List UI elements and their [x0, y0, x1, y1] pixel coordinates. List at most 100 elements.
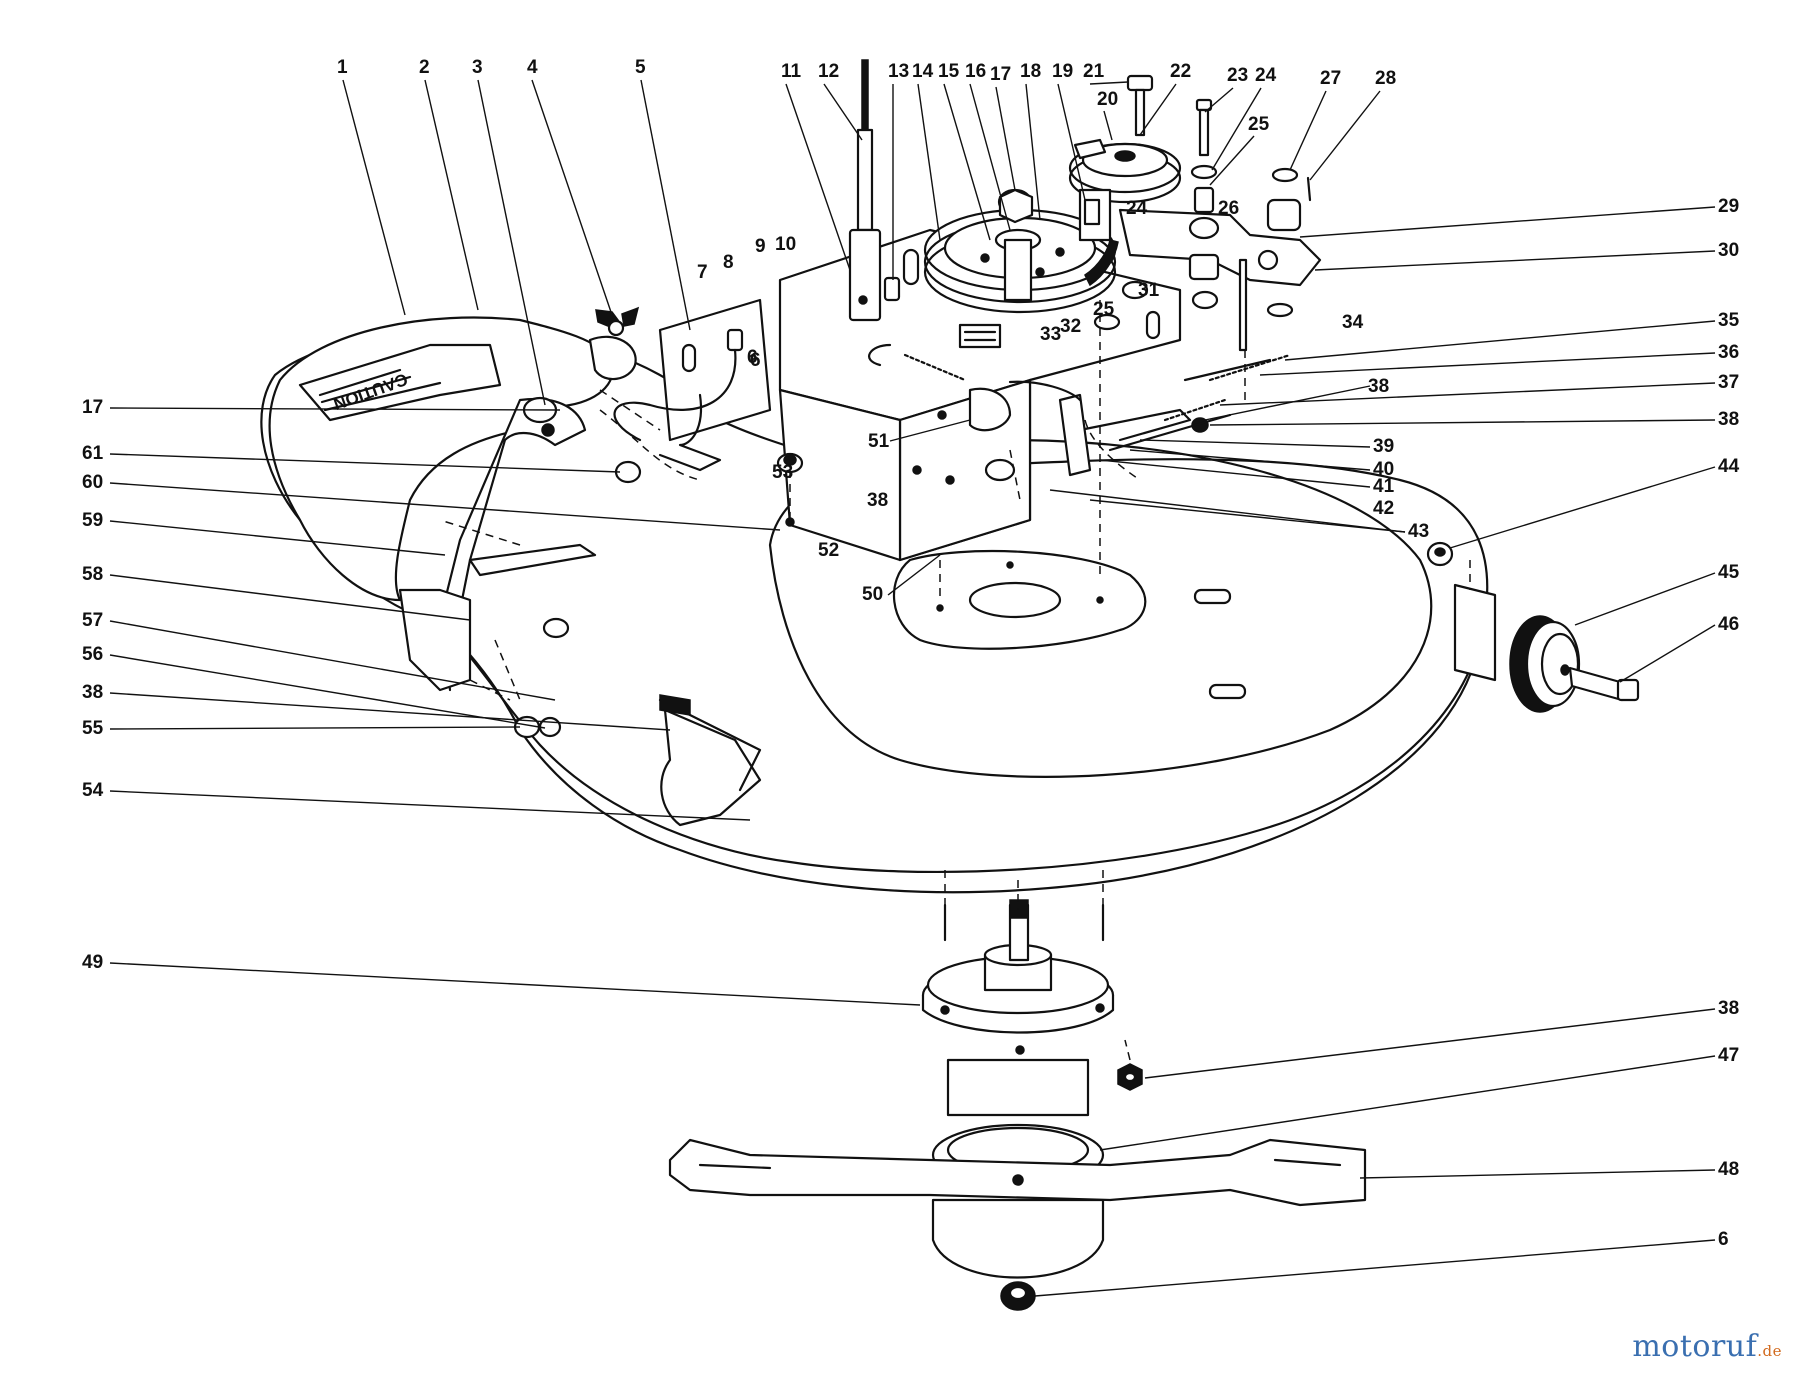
callout: 21 [1083, 61, 1105, 82]
callout: 32 [1060, 316, 1081, 337]
leader-line [1089, 499, 1406, 533]
callout: 42 [1373, 498, 1394, 519]
callout: 16 [965, 61, 986, 82]
callout: 26 [1218, 198, 1239, 219]
leader-line [1449, 466, 1716, 549]
leader-line [1204, 385, 1371, 421]
callout: 34 [1342, 312, 1364, 333]
leader-line [1049, 489, 1406, 533]
callout: 52 [818, 540, 839, 561]
top-nut [998, 188, 1034, 224]
leader-line [1139, 439, 1371, 448]
callout: 19 [1052, 61, 1073, 82]
leader-line [1103, 110, 1113, 141]
leader-line [1099, 459, 1371, 488]
leader-line [1211, 87, 1262, 171]
callout: 3 [472, 57, 483, 78]
callout: 6 [1718, 1229, 1729, 1250]
leader-line [1289, 90, 1327, 171]
leader-line [109, 726, 521, 730]
callout: 10 [775, 234, 796, 255]
leader-line [1309, 90, 1381, 181]
callout-leaders [109, 79, 1716, 1297]
torsion-spring [868, 343, 1016, 482]
callout: 23 [1227, 65, 1248, 86]
spring-linkage [1008, 353, 1292, 501]
callout: 24 [1255, 65, 1277, 86]
callout: 25 [1248, 114, 1270, 135]
callout: 20 [1097, 89, 1118, 110]
callout: 49 [82, 952, 103, 973]
callout: 37 [1718, 372, 1739, 393]
callout: 7 [697, 262, 708, 283]
leader-line [1144, 1008, 1716, 1079]
callout: 1 [337, 57, 348, 78]
callout: 36 [1718, 342, 1739, 363]
leader-line [1209, 135, 1255, 186]
leader-line [1619, 624, 1716, 683]
callout: 55 [82, 718, 104, 739]
callout: 38 [1718, 409, 1739, 430]
callout: 30 [1718, 240, 1739, 261]
leader-line [109, 692, 671, 731]
leader-line [969, 83, 1011, 231]
callout: 14 [912, 61, 934, 82]
leader-line [640, 79, 691, 331]
leader-line [109, 790, 751, 821]
callout: 11 [781, 61, 802, 82]
callout: 6 [747, 347, 758, 368]
leader-line [109, 574, 471, 621]
callout: 53 [772, 462, 793, 483]
callout: 13 [888, 61, 909, 82]
callout: 17 [990, 64, 1011, 85]
callout: 28 [1375, 68, 1396, 89]
blade-nut [1000, 1281, 1036, 1311]
callout: 29 [1718, 196, 1739, 217]
leader-line [1314, 250, 1716, 271]
callout: 35 [1718, 310, 1740, 331]
callout: 46 [1718, 614, 1739, 635]
callout: 45 [1718, 562, 1740, 583]
callout: 44 [1718, 456, 1740, 477]
leader-line [1284, 320, 1716, 361]
callout: 41 [1373, 476, 1395, 497]
leader-line [943, 83, 991, 241]
leader-line [1574, 572, 1716, 626]
site-watermark: motoruf.de [1632, 1329, 1782, 1364]
callout: 47 [1718, 1045, 1739, 1066]
callout: 59 [82, 510, 103, 531]
leader-line [1359, 1169, 1716, 1179]
callout: 38 [1718, 998, 1739, 1019]
leader-line [917, 83, 941, 241]
idler-arm [1118, 208, 1322, 352]
callout: 51 [868, 431, 890, 452]
callout: 31 [1138, 280, 1160, 301]
leader-line [1139, 83, 1177, 136]
wing-nut [595, 306, 640, 337]
idler-pulley [1068, 138, 1182, 242]
leader-line [424, 79, 479, 311]
spindle-nut [1117, 1039, 1143, 1091]
leader-line [109, 620, 556, 701]
callout: 58 [82, 564, 103, 585]
callout: 50 [862, 584, 883, 605]
spindle-housing [921, 899, 1115, 1117]
callout: 18 [1020, 61, 1041, 82]
callout: 27 [1320, 68, 1341, 89]
callout: 60 [82, 472, 103, 493]
leader-line [889, 419, 971, 442]
discharge-chute: CAUTION [268, 316, 637, 602]
deck-bolt [776, 452, 804, 527]
callout: 22 [1170, 61, 1191, 82]
callout: 56 [82, 644, 103, 665]
callout: 15 [938, 61, 960, 82]
leader-line [1219, 382, 1716, 406]
callout-numbers: 1 2 3 4 5 6 7 8 9 10 11 12 13 14 15 16 1… [82, 57, 1740, 1250]
leader-line [887, 554, 941, 596]
leader-line [1034, 1239, 1716, 1297]
callout: 39 [1373, 436, 1394, 457]
leader-line [1259, 352, 1716, 376]
leader-line [1129, 449, 1371, 471]
